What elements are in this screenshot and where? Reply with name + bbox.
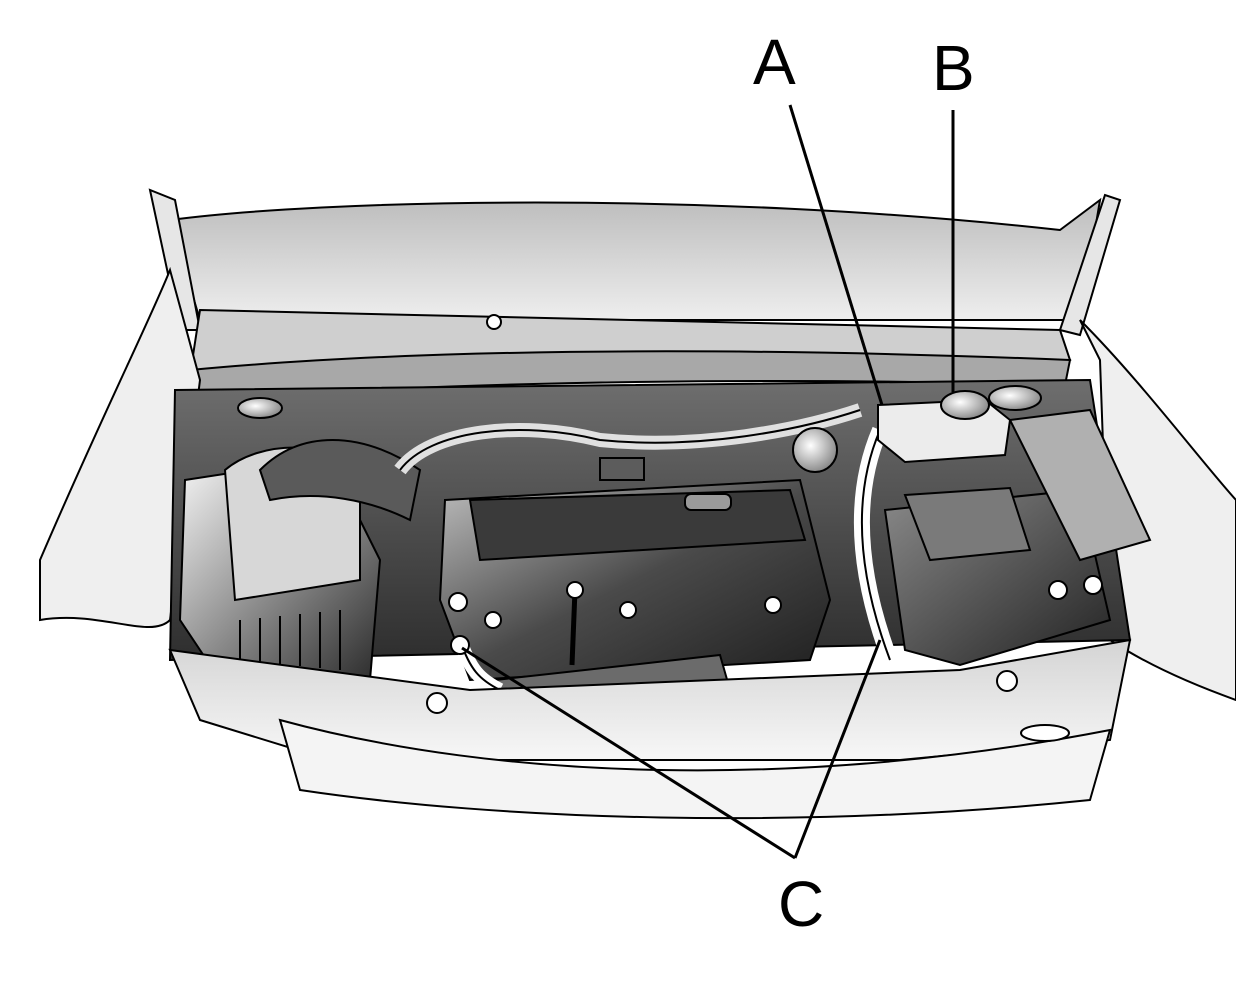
hood-panel — [168, 197, 1102, 321]
battery-terminals — [1048, 575, 1103, 600]
oil-filler-cap — [599, 457, 645, 481]
left-fender — [39, 266, 202, 628]
callout-line-a — [788, 104, 884, 406]
air-box-ribs — [239, 610, 341, 670]
radiator-support — [168, 638, 1132, 761]
callout-line-c-left — [461, 646, 796, 860]
hood-bump-stop — [1020, 724, 1070, 742]
fuse-box — [1008, 408, 1152, 562]
callout-line-c-right — [793, 639, 882, 859]
callout-label-b: B — [926, 36, 981, 100]
callout-label-c: C — [772, 872, 831, 936]
air-intake-duct — [258, 439, 422, 522]
washer-fluid-cap — [988, 385, 1042, 411]
brake-fluid-cap — [792, 427, 838, 473]
hose-bundle-outline — [399, 409, 861, 471]
dipstick-handle — [566, 581, 584, 599]
callout-label-a: A — [747, 30, 802, 94]
oil-dipstick — [569, 589, 578, 666]
engine-cover-bolts — [448, 592, 782, 629]
coolant-reservoir-cap — [940, 390, 990, 420]
front-bumper-lip — [278, 718, 1112, 820]
battery-cover — [903, 486, 1032, 562]
right-hood-edge — [1058, 193, 1122, 337]
cowl-clip — [486, 314, 502, 330]
support-bolts — [426, 670, 1018, 714]
left-strut-cap — [237, 397, 283, 419]
coolant-hose-right-outline — [860, 429, 891, 661]
engine-cover-badge — [684, 493, 732, 511]
